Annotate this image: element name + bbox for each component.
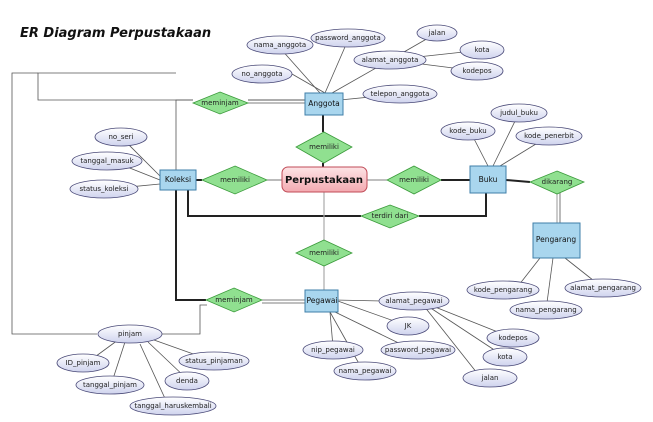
attr-jk: JK <box>386 316 430 336</box>
attr-password-pegawai: password_pegawai <box>380 340 456 360</box>
attr-id-pinjam: ID_pinjam <box>56 353 110 373</box>
attr-jalan-anggota: jalan <box>416 24 458 42</box>
attr-alamat-pengarang: alamat_pengarang <box>564 278 642 298</box>
attr-nama-pegawai: nama_pegawai <box>333 361 397 381</box>
svg-text:meminjam: meminjam <box>201 99 239 107</box>
svg-text:kodepos: kodepos <box>498 334 528 342</box>
svg-text:ID_pinjam: ID_pinjam <box>66 359 101 367</box>
svg-text:kota: kota <box>474 46 489 54</box>
svg-text:nama_pegawai: nama_pegawai <box>339 367 392 375</box>
attr-status-koleksi: status_koleksi <box>69 179 139 199</box>
svg-text:pinjam: pinjam <box>118 330 142 338</box>
svg-text:JK: JK <box>404 322 412 330</box>
attr-alamat-anggota: alamat_anggota <box>353 50 427 70</box>
attr-no-seri: no_seri <box>94 127 148 147</box>
rel-memiliki-buku: memiliki <box>386 165 442 195</box>
svg-text:Pegawai: Pegawai <box>306 296 337 305</box>
rel-dikarang: dikarang <box>528 170 586 195</box>
entity-koleksi: Koleksi <box>159 169 197 191</box>
attr-kodepos-pegawai: kodepos <box>486 328 540 348</box>
entity-buku: Buku <box>469 165 507 194</box>
svg-text:password_anggota: password_anggota <box>315 34 381 42</box>
attr-nama-pengarang: nama_pengarang <box>509 300 583 320</box>
svg-text:Perpustakaan: Perpustakaan <box>285 175 363 186</box>
svg-text:memiliki: memiliki <box>309 249 339 257</box>
attr-pinjam: pinjam <box>97 324 163 344</box>
svg-text:telepon_anggota: telepon_anggota <box>371 90 430 98</box>
svg-text:tanggal_masuk: tanggal_masuk <box>80 157 134 165</box>
attr-password-anggota: password_anggota <box>310 28 386 48</box>
svg-text:Koleksi: Koleksi <box>165 175 191 184</box>
svg-text:kode_pengarang: kode_pengarang <box>474 286 532 294</box>
svg-text:status_pinjaman: status_pinjaman <box>185 357 243 365</box>
svg-text:kota: kota <box>497 353 512 361</box>
attr-kode-penerbit: kode_penerbit <box>515 126 583 146</box>
attr-denda: denda <box>164 371 210 391</box>
attr-kodepos-anggota: kodepos <box>450 61 504 81</box>
svg-text:dikarang: dikarang <box>542 178 573 186</box>
attr-tanggal-masuk: tanggal_masuk <box>71 151 143 171</box>
attr-nip-pegawai: nip_pegawai <box>302 340 364 360</box>
rel-meminjam-pegawai: meminjam <box>204 287 264 313</box>
svg-text:no_anggota: no_anggota <box>241 70 282 78</box>
attr-kode-buku: kode_buku <box>440 121 496 141</box>
rel-meminjam-anggota: meminjam <box>191 91 250 115</box>
svg-text:Pengarang: Pengarang <box>536 235 576 244</box>
attr-tanggal-haruskembali: tanggal_haruskembali <box>129 396 217 416</box>
svg-text:memiliki: memiliki <box>399 176 429 184</box>
svg-text:Anggota: Anggota <box>308 99 340 108</box>
svg-text:memiliki: memiliki <box>220 176 250 184</box>
svg-text:Buku: Buku <box>479 175 498 184</box>
attr-kode-pengarang: kode_pengarang <box>466 280 540 300</box>
svg-text:no_seri: no_seri <box>109 133 134 141</box>
attr-status-pinjaman: status_pinjaman <box>178 351 250 371</box>
entity-pegawai: Pegawai <box>304 289 339 313</box>
svg-text:jalan: jalan <box>481 374 499 382</box>
rel-memiliki-pegawai: memiliki <box>295 239 353 267</box>
attr-tanggal-pinjam: tanggal_pinjam <box>75 375 145 395</box>
svg-text:tanggal_pinjam: tanggal_pinjam <box>83 381 137 389</box>
attr-kota-anggota: kota <box>459 40 505 60</box>
attr-nama-anggota: nama_anggota <box>246 35 314 55</box>
svg-text:alamat_pengarang: alamat_pengarang <box>570 284 636 292</box>
svg-text:nama_anggota: nama_anggota <box>254 41 306 49</box>
attr-alamat-pegawai: alamat_pegawai <box>378 291 450 311</box>
svg-text:terdiri dari: terdiri dari <box>372 212 409 220</box>
svg-text:password_pegawai: password_pegawai <box>385 346 451 354</box>
attr-jalan-pegawai: jalan <box>462 368 518 388</box>
rel-memiliki-anggota: memiliki <box>295 131 353 164</box>
svg-text:tanggal_haruskembali: tanggal_haruskembali <box>134 402 211 410</box>
svg-text:kode_penerbit: kode_penerbit <box>524 132 574 140</box>
svg-text:judul_buku: judul_buku <box>499 109 538 117</box>
svg-text:status_koleksi: status_koleksi <box>80 185 129 193</box>
svg-text:alamat_anggota: alamat_anggota <box>362 56 419 64</box>
svg-text:kodepos: kodepos <box>462 67 492 75</box>
attr-no-anggota: no_anggota <box>231 64 293 84</box>
diagram-title: ER Diagram Perpustakaan <box>20 26 211 41</box>
attr-kota-pegawai: kota <box>482 347 528 367</box>
svg-text:meminjam: meminjam <box>215 296 253 304</box>
entity-anggota: Anggota <box>304 92 344 116</box>
rel-memiliki-koleksi: memiliki <box>200 165 268 195</box>
rel-terdiri-dari: terdiri dari <box>359 204 421 229</box>
svg-text:memiliki: memiliki <box>309 143 339 151</box>
attr-judul-buku: judul_buku <box>490 103 548 123</box>
entity-perpustakaan: Perpustakaan <box>281 166 368 193</box>
attr-telepon-anggota: telepon_anggota <box>362 84 438 104</box>
svg-text:alamat_pegawai: alamat_pegawai <box>385 297 442 305</box>
svg-text:kode_buku: kode_buku <box>449 127 487 135</box>
svg-text:denda: denda <box>176 377 198 385</box>
svg-text:nip_pegawai: nip_pegawai <box>311 346 355 354</box>
svg-text:nama_pengarang: nama_pengarang <box>515 306 576 314</box>
entity-pengarang: Pengarang <box>532 222 581 259</box>
svg-text:jalan: jalan <box>428 29 446 37</box>
